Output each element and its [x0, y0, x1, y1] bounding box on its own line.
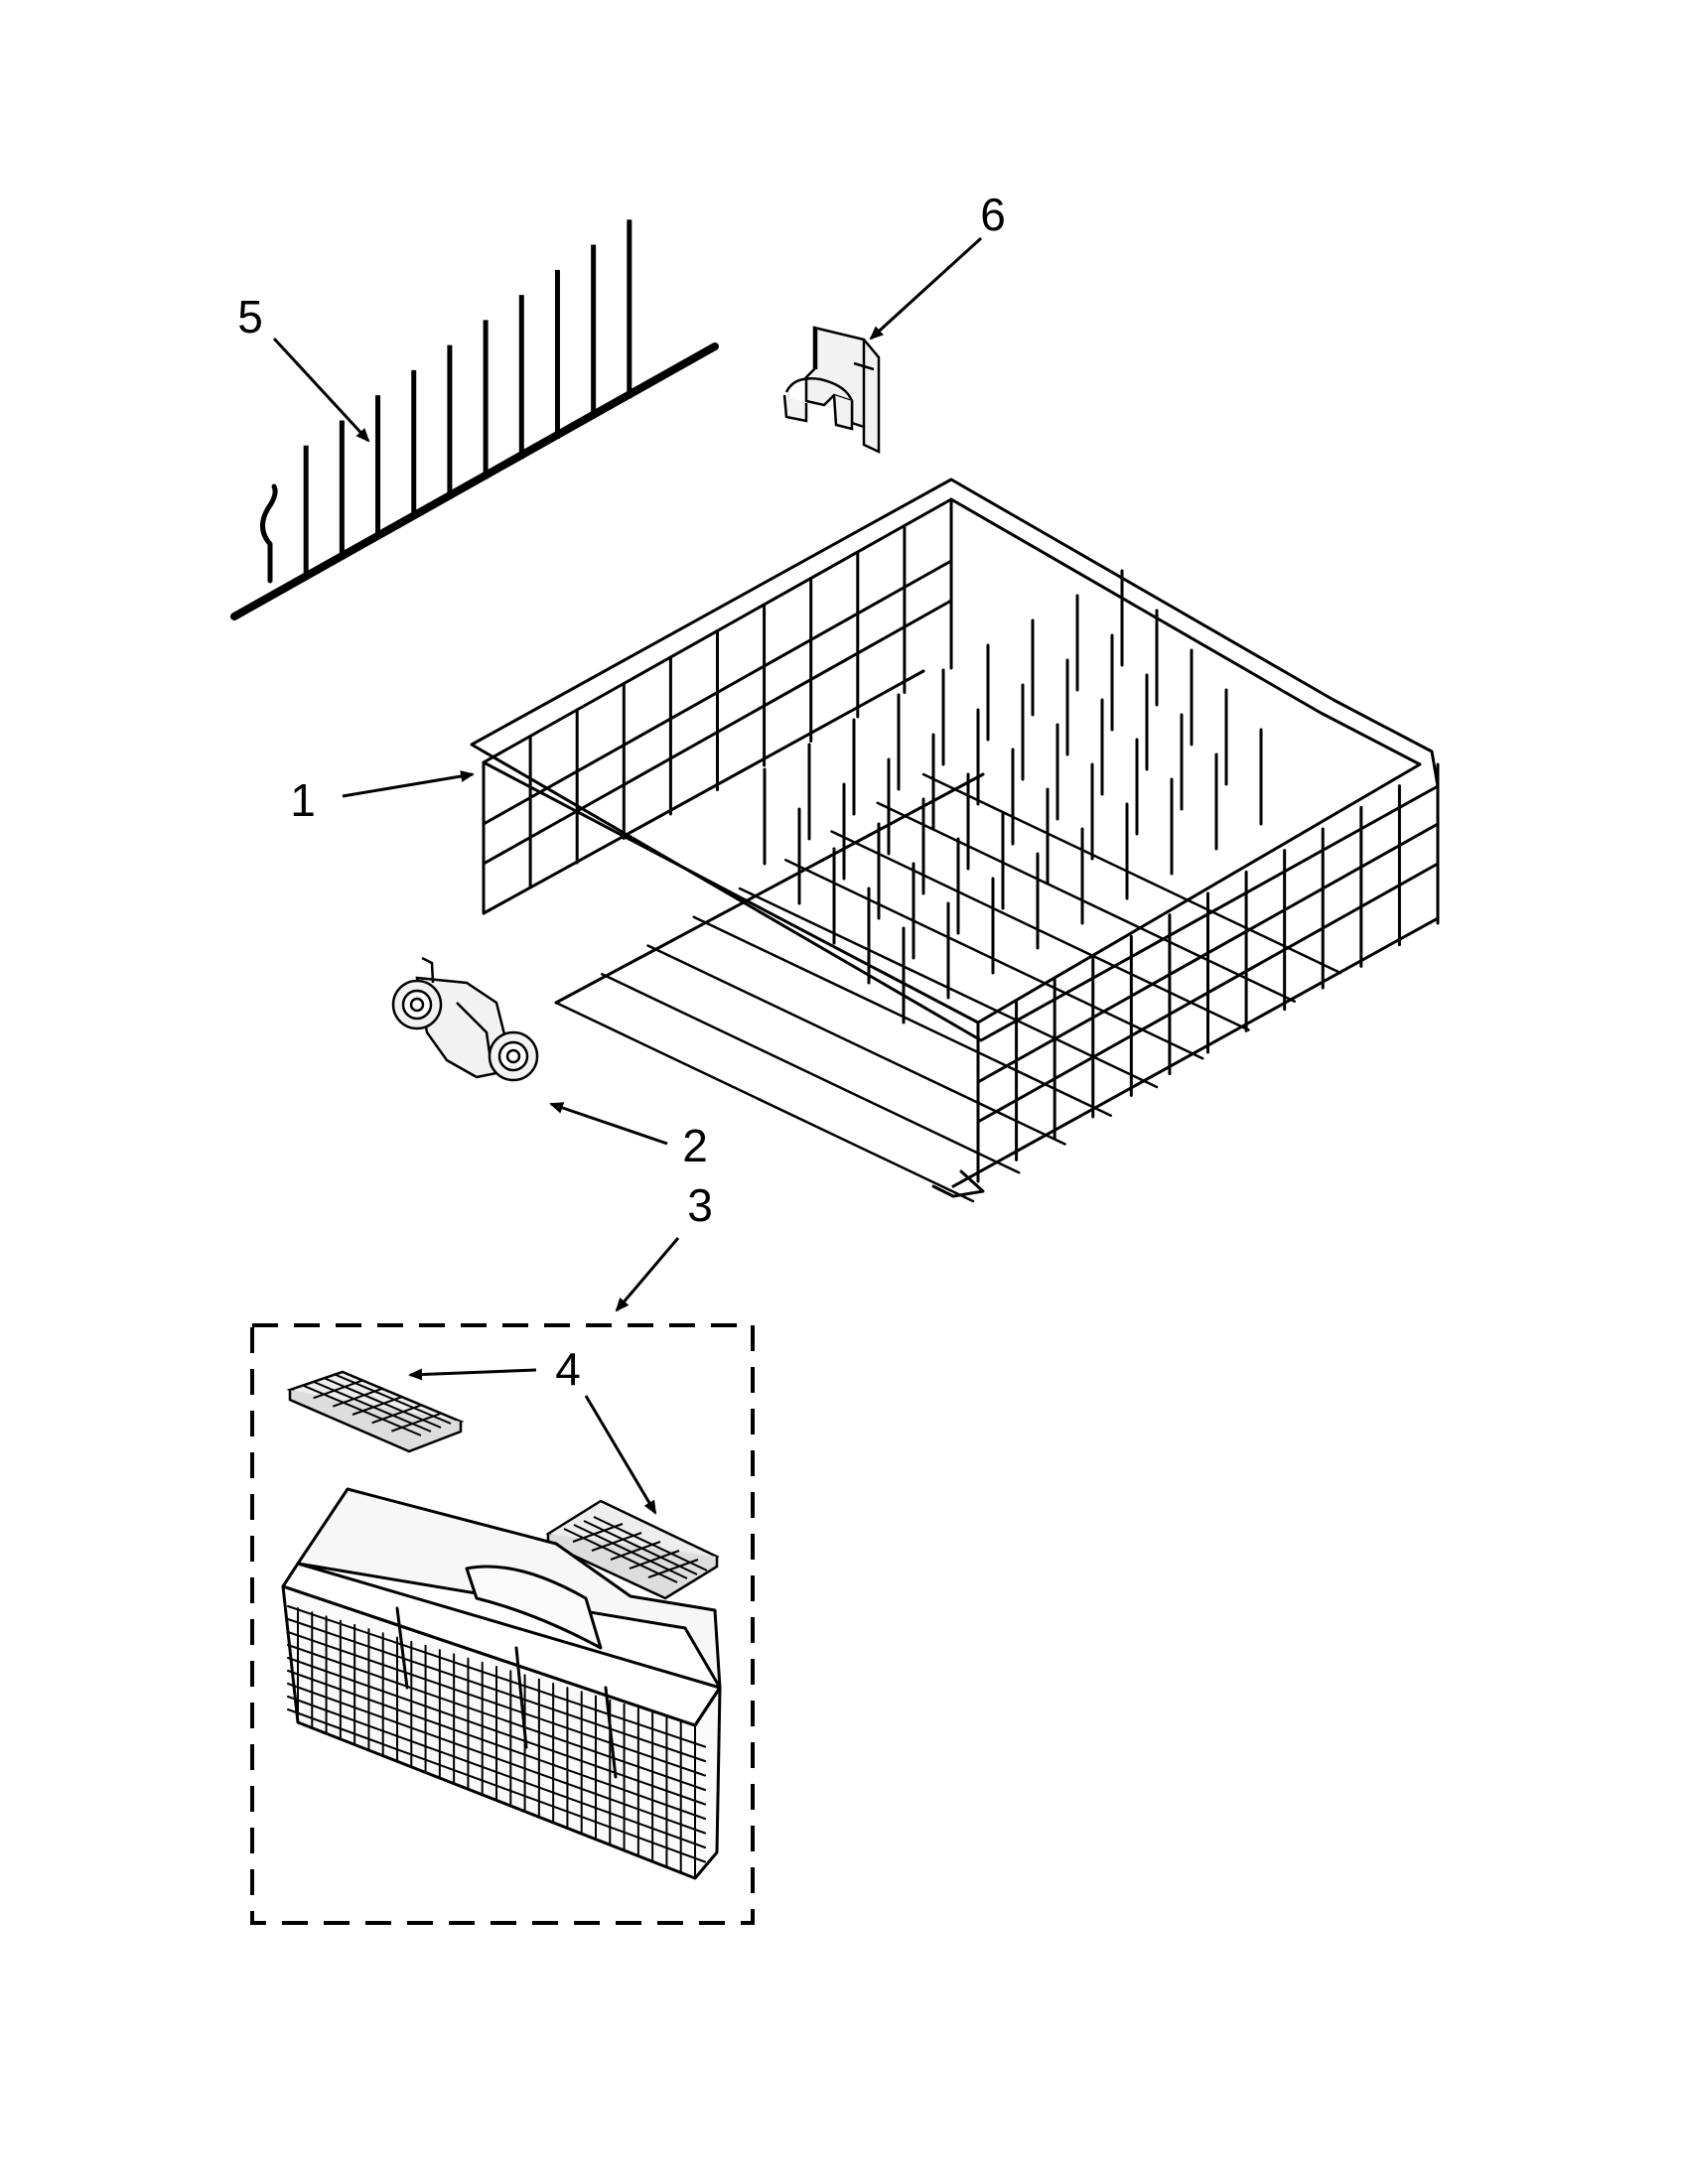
lid-slot	[629, 1550, 680, 1570]
lid-slot	[332, 1387, 383, 1408]
callout-5: 5	[237, 291, 263, 342]
lid-slot	[390, 1412, 442, 1433]
tine-row-tines	[303, 219, 633, 580]
lid-slot	[371, 1404, 423, 1425]
basket-wire	[287, 1657, 706, 1806]
basket-wire	[287, 1618, 706, 1762]
basket-wire	[287, 1644, 706, 1791]
basket-wire	[287, 1708, 706, 1863]
basket-wire	[287, 1605, 706, 1748]
basket-wire	[287, 1683, 706, 1835]
callout-2: 2	[682, 1120, 708, 1171]
lid-slot	[572, 1523, 624, 1543]
floor-wire	[554, 1001, 975, 1203]
tine-row-part	[230, 219, 719, 620]
arrow-5	[272, 337, 370, 443]
floor-wire	[921, 772, 1342, 975]
floor-wire	[876, 801, 1296, 1003]
arrow-1	[342, 770, 475, 798]
callout-4: 4	[555, 1343, 581, 1395]
arrow-3	[615, 1237, 680, 1312]
lid-slot	[593, 1516, 708, 1571]
arrow-2	[549, 1102, 668, 1146]
rack-wheel-part	[391, 956, 539, 1082]
silverware-basket-part	[281, 1487, 722, 1880]
basket-lid-part	[286, 1370, 465, 1453]
floor-wire	[601, 973, 1021, 1174]
basket-wire	[287, 1670, 706, 1820]
dish-rack-part	[470, 478, 1440, 1203]
silverware-basket-kit-box	[250, 1323, 755, 1925]
basket-wire	[287, 1631, 706, 1777]
rack-clip-part	[782, 326, 881, 454]
callout-1: 1	[290, 774, 316, 826]
floor-wire	[830, 830, 1250, 1031]
arrow-6	[869, 236, 983, 341]
lid-slot	[647, 1559, 699, 1578]
lid-slot	[583, 1520, 698, 1575]
lid-slot	[610, 1541, 661, 1561]
basket-wire	[287, 1696, 706, 1848]
callout-6: 6	[980, 189, 1006, 240]
callout-3: 3	[687, 1179, 713, 1231]
floor-wire	[646, 944, 1066, 1146]
arrow-4b	[584, 1395, 657, 1515]
lid-slot	[333, 1373, 452, 1425]
arrow-4a	[408, 1368, 537, 1381]
lid-slot	[323, 1377, 442, 1429]
lid-slot	[352, 1396, 403, 1416]
lid-slot	[591, 1532, 642, 1552]
leader-arrows	[272, 236, 983, 1515]
lid-slot	[313, 1379, 364, 1400]
